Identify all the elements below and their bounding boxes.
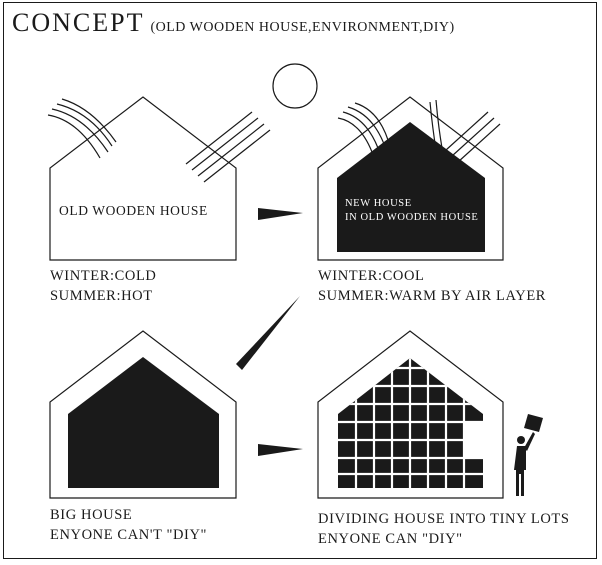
old-house-label: OLD WOODEN HOUSE: [59, 203, 208, 218]
new-house-label-line2: IN OLD WOODEN HOUSE: [345, 212, 479, 223]
caption-line: SUMMER:WARM BY AIR LAYER: [318, 288, 547, 304]
new-house-caption: WINTER:COOL SUMMER:WARM BY AIR LAYER: [318, 266, 546, 306]
divided-house-drawing: [317, 330, 504, 499]
inner-house-solid: [337, 122, 485, 252]
page-title: CONCEPT (OLD WOODEN HOUSE,ENVIRONMENT,DIY…: [12, 8, 455, 38]
wind-lines-icon: [185, 111, 271, 183]
divided-house-outline: [317, 330, 504, 499]
big-house-outline: [49, 330, 237, 499]
title-sub: (OLD WOODEN HOUSE,ENVIRONMENT,DIY): [150, 20, 455, 35]
diagram-frame: [3, 2, 597, 559]
arrow-right-icon: [258, 444, 303, 456]
big-house-solid: [68, 357, 219, 488]
old-house-caption: WINTER:COLD SUMMER:HOT: [50, 266, 156, 306]
old-house-outline: [49, 96, 237, 261]
divided-house-caption: DIVIDING HOUSE INTO TINY LOTS ENYONE CAN…: [318, 509, 570, 549]
arrow-right-icon: [258, 208, 303, 220]
old-house-drawing: [47, 96, 271, 261]
wind-lines-icon: [47, 98, 117, 159]
caption-line: SUMMER:HOT: [50, 288, 153, 304]
sun-icon: [272, 63, 318, 109]
big-house-drawing: [49, 330, 237, 499]
caption-line: ENYONE CAN'T "DIY": [50, 527, 208, 543]
title-main: CONCEPT: [12, 8, 145, 37]
tiny-lots-grid: [338, 358, 483, 488]
wind-lines-icon: [337, 102, 389, 153]
person-carrying-panel-icon: [514, 414, 543, 496]
wind-lines-icon: [429, 99, 501, 163]
caption-line: ENYONE CAN "DIY": [318, 531, 463, 547]
caption-line: BIG HOUSE: [50, 507, 133, 523]
outer-house-outline: [317, 96, 504, 261]
big-house-caption: BIG HOUSE ENYONE CAN'T "DIY": [50, 505, 207, 545]
arrow-diagonal-icon: [236, 296, 300, 370]
caption-line: WINTER:COOL: [318, 268, 425, 284]
caption-line: DIVIDING HOUSE INTO TINY LOTS: [318, 511, 570, 527]
new-house-drawing: [317, 96, 504, 261]
new-house-label-line1: NEW HOUSE: [345, 198, 412, 209]
caption-line: WINTER:COLD: [50, 268, 157, 284]
